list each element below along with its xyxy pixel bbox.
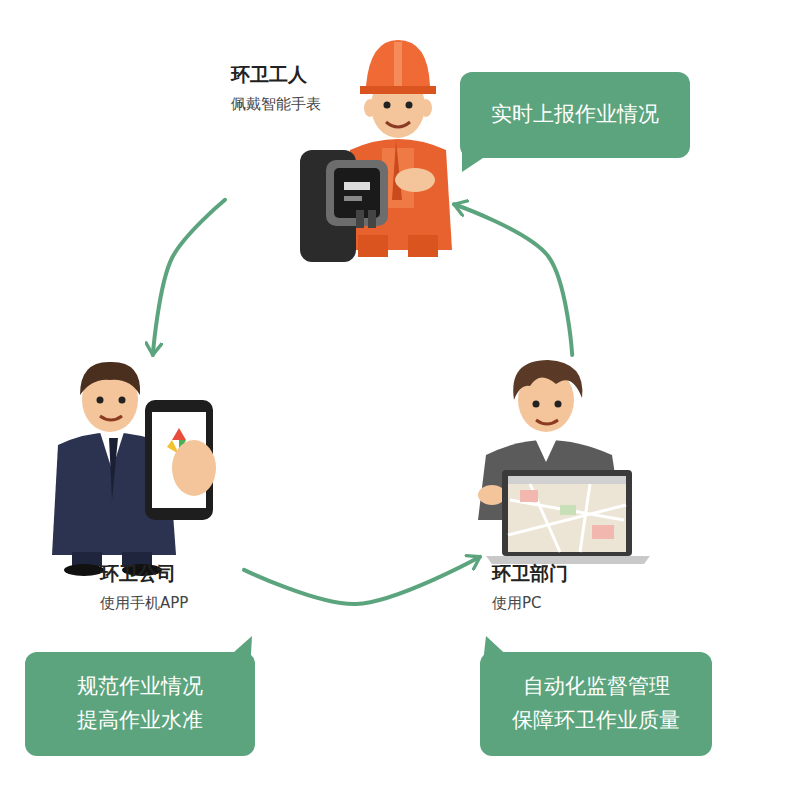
actor-title: 环卫公司 xyxy=(100,561,244,587)
cycle-arrow xyxy=(153,200,225,355)
company-figure xyxy=(72,552,102,566)
laptop xyxy=(508,476,626,484)
worker-figure xyxy=(364,99,376,117)
callout-text: 实时上报作业情况 xyxy=(491,98,659,132)
worker-figure xyxy=(386,122,410,127)
callout-bubble: 实时上报作业情况 xyxy=(460,72,690,158)
department-figure xyxy=(533,401,540,408)
actor-node: 环卫公司使用手机APP xyxy=(50,355,244,617)
actor-subtitle: 使用PC xyxy=(492,594,654,613)
laptop xyxy=(592,525,614,539)
worker-figure xyxy=(394,42,402,86)
department-figure xyxy=(534,436,558,462)
callout-text: 自动化监督管理 保障环卫作业质量 xyxy=(502,670,690,737)
worker-figure xyxy=(344,40,452,257)
smart-watch xyxy=(300,150,388,262)
worker-figure xyxy=(358,235,388,257)
laptop xyxy=(502,470,632,556)
callout-tail xyxy=(225,140,512,672)
laptop xyxy=(520,490,538,502)
worker-figure xyxy=(420,99,432,117)
laptop xyxy=(560,505,576,515)
worker-figure xyxy=(360,86,436,94)
company-figure xyxy=(109,438,118,500)
mobile-phone xyxy=(172,428,186,440)
worker-figure xyxy=(395,168,435,192)
department-figure xyxy=(555,401,562,408)
callout-bubble: 自动化监督管理 保障环卫作业质量 xyxy=(480,652,712,756)
company-figure xyxy=(64,564,104,576)
worker-figure xyxy=(384,102,391,109)
smart-watch xyxy=(344,196,362,201)
laptop xyxy=(508,484,626,552)
actor-title: 环卫部门 xyxy=(492,561,654,587)
worker-figure xyxy=(366,40,430,86)
actor-node: 环卫工人佩戴智能手表 xyxy=(225,40,454,265)
department-figure xyxy=(478,485,506,505)
company-figure xyxy=(119,397,126,404)
mobile-phone xyxy=(172,440,216,496)
worker-figure xyxy=(408,235,438,257)
actor-node: 环卫部门使用PC xyxy=(480,355,654,617)
actor-subtitle: 使用手机APP xyxy=(100,594,244,613)
laptop xyxy=(508,476,626,552)
company-figure xyxy=(97,397,104,404)
company-figure xyxy=(100,416,122,420)
company-figure xyxy=(80,362,140,395)
worker-figure xyxy=(406,102,413,109)
department-figure xyxy=(513,360,582,400)
smart-watch xyxy=(356,210,364,228)
laptop xyxy=(486,470,650,564)
callout-text: 规范作业情况 提高作业水准 xyxy=(47,670,233,737)
smart-watch xyxy=(344,182,370,190)
mobile-phone xyxy=(145,400,216,520)
department-figure xyxy=(536,420,558,424)
callout-bubble: 规范作业情况 提高作业水准 xyxy=(25,652,255,756)
smart-watch xyxy=(368,210,376,228)
cycle-arrow xyxy=(244,557,480,604)
worker-figure xyxy=(392,140,402,200)
actor-title: 环卫工人 xyxy=(231,62,454,88)
cycle-arrow xyxy=(454,204,572,355)
actor-subtitle: 佩戴智能手表 xyxy=(231,95,454,114)
